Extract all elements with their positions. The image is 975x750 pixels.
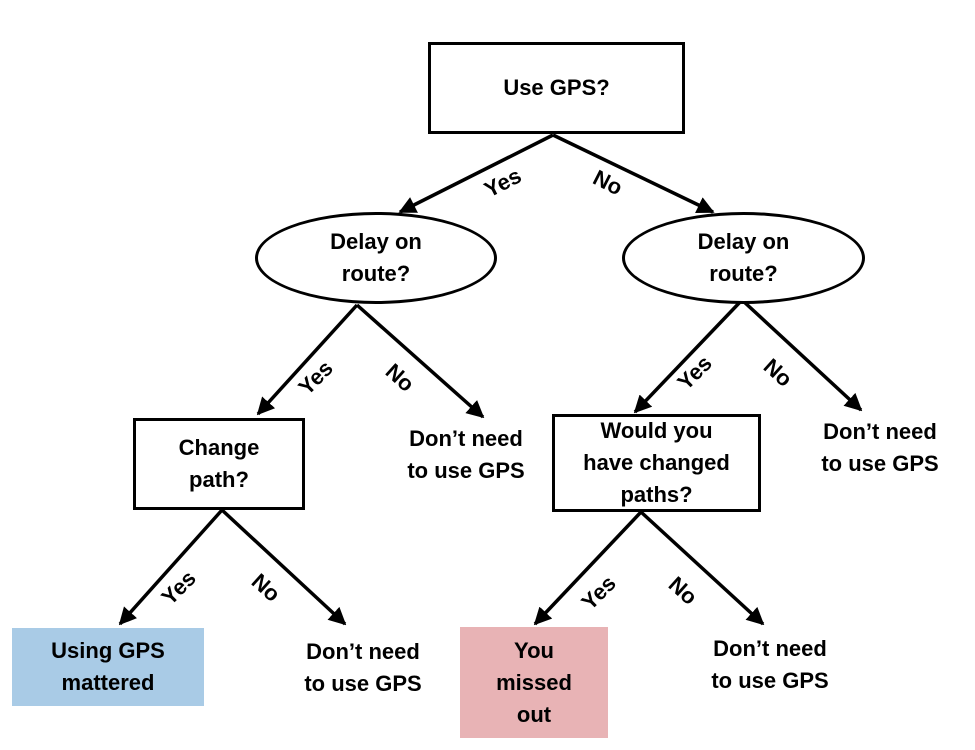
delay-right-label: Delay on route? (697, 229, 790, 286)
using-gps-mattered-label: Using GPS mattered (51, 638, 165, 695)
dont-need-gps-3: Don’t need to use GPS (283, 633, 443, 703)
dont-need-gps-3-label: Don’t need to use GPS (304, 639, 422, 696)
edge-root-yes (398, 133, 554, 214)
would-change-box: Would you have changed paths? (552, 414, 761, 512)
edge-would-yes (533, 510, 643, 626)
edge-change-no (220, 508, 347, 626)
dont-need-gps-2-label: Don’t need to use GPS (821, 419, 939, 476)
would-change-label: Would you have changed paths? (583, 418, 730, 507)
root-decision-box: Use GPS? (428, 42, 685, 134)
edge-would-no (639, 510, 765, 626)
root-decision-label: Use GPS? (503, 75, 610, 100)
dont-need-gps-4: Don’t need to use GPS (690, 630, 850, 700)
dont-need-gps-4-label: Don’t need to use GPS (711, 636, 829, 693)
delay-right-oval: Delay on route? (622, 212, 865, 304)
using-gps-mattered-box: Using GPS mattered (12, 628, 204, 706)
delay-left-oval: Delay on route? (255, 212, 497, 304)
edge-change-yes (118, 508, 224, 626)
edge-delayleft-no (355, 303, 485, 419)
edge-delayright-yes (633, 298, 744, 414)
edge-delayright-no (740, 298, 863, 412)
change-path-box: Change path? (133, 418, 305, 510)
missed-out-box: You missed out (460, 627, 608, 738)
edge-delayleft-yes (256, 303, 359, 416)
missed-out-label: You missed out (496, 637, 572, 727)
dont-need-gps-1: Don’t need to use GPS (385, 420, 547, 490)
change-path-label: Change path? (178, 435, 260, 492)
edge-root-no (552, 133, 715, 214)
delay-left-label: Delay on route? (330, 229, 422, 286)
dont-need-gps-2: Don’t need to use GPS (800, 413, 960, 483)
dont-need-gps-1-label: Don’t need to use GPS (407, 426, 525, 483)
